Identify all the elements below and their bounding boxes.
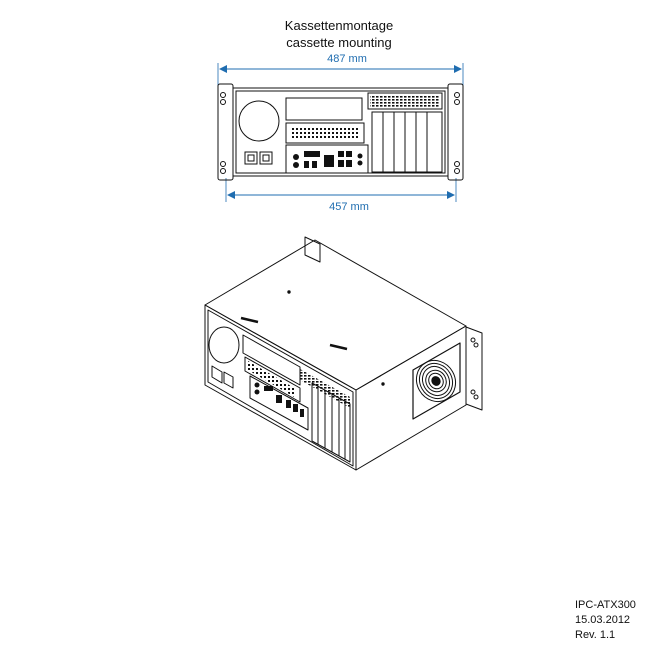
dimension-bottom: 457 mm	[225, 178, 457, 213]
title-english: cassette mounting	[286, 35, 392, 50]
dimension-bottom-label: 457 mm	[329, 201, 369, 213]
footer-date: 15.03.2012	[575, 614, 631, 626]
front-view	[217, 83, 464, 181]
title-german: Kassettenmontage	[284, 18, 394, 33]
io-ports	[293, 151, 363, 168]
isometric-view	[204, 236, 483, 471]
dimension-top-label: 487 mm	[327, 53, 367, 65]
footer-model: IPC-ATX300	[575, 599, 636, 611]
mounting-hole-icon	[220, 92, 460, 174]
psu-fan-icon	[238, 100, 280, 142]
footer-revision: Rev. 1.1	[575, 629, 616, 641]
dimension-top: 487 mm	[217, 53, 464, 90]
side-fan-icon	[412, 342, 461, 420]
